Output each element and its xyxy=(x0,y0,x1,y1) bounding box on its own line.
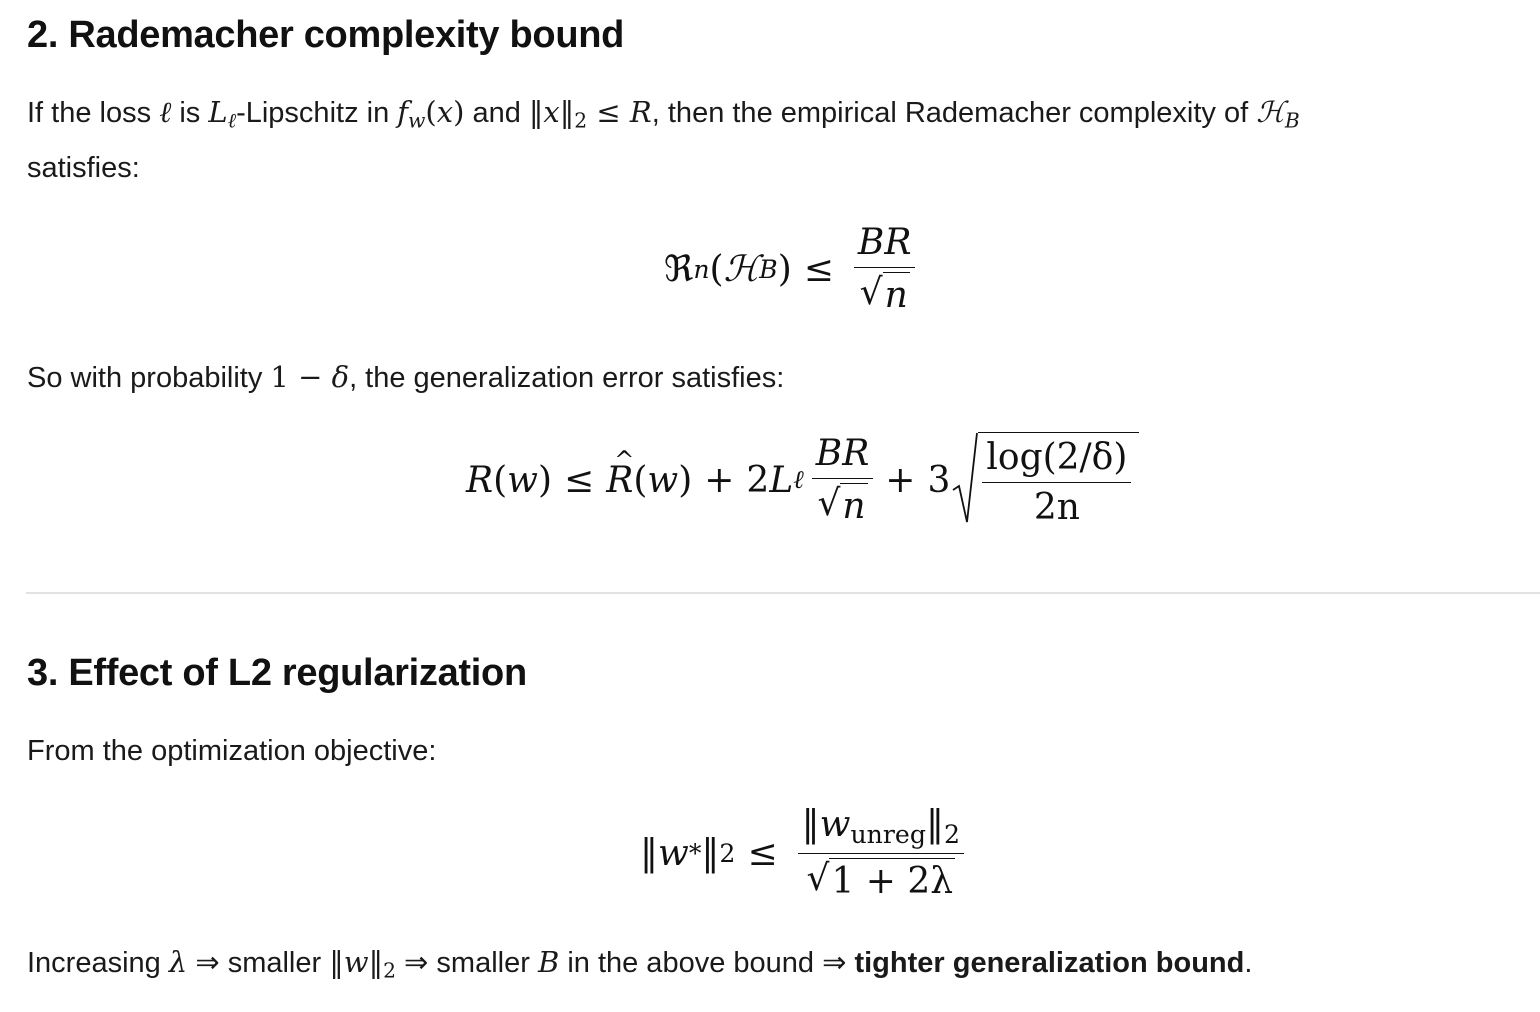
fraction-BR-over-sqrt-n: BR √n xyxy=(853,222,916,316)
math-norm-x-leq-R: ‖x‖2 ≤ R xyxy=(528,95,652,133)
section-divider xyxy=(26,592,1540,594)
section-3-conclusion: Increasing λ ⇒ smaller ‖w‖2 ⇒ smaller B … xyxy=(27,945,1253,983)
intro-text-and: and xyxy=(472,97,521,129)
intro-text-then: , then the empirical Rademacher complexi… xyxy=(651,97,1249,129)
math-fw-x: fw(x) xyxy=(397,95,465,133)
section-2-intro: If the loss ℓ is Lℓ-Lipschitz in fw(x) a… xyxy=(27,84,1300,149)
math-frak-R: ℜ xyxy=(664,248,694,290)
math-ell: ℓ xyxy=(159,95,172,129)
equation-weight-norm-bound: ‖w*‖2 ≤ ‖wunreg‖2 √1 + 2λ xyxy=(640,804,972,902)
fraction-unreg-over-sqrt: ‖wunreg‖2 √1 + 2λ xyxy=(797,804,964,902)
conclusion-bold-text: tighter generalization bound xyxy=(854,947,1245,979)
sqrt-log-term: log(2/δ) 2n xyxy=(952,432,1140,528)
section-2-heading: 2. Rademacher complexity bound xyxy=(27,14,625,56)
math-L-ell: Lℓ xyxy=(208,95,237,133)
math-H-B: ℋB xyxy=(1256,95,1300,133)
intro-text-lipschitz: -Lipschitz in xyxy=(236,97,390,129)
math-one-minus-delta: 1 − δ xyxy=(270,360,350,394)
intro-text-prefix: If the loss xyxy=(27,97,152,129)
section-3-heading: 3. Effect of L2 regularization xyxy=(27,652,527,694)
fraction-BR-over-sqrt-n-2: BR √n xyxy=(811,433,874,527)
section-2-probability-text: So with probability 1 − δ, the generaliz… xyxy=(27,360,785,394)
section-3-intro: From the optimization objective: xyxy=(27,735,437,767)
section-2-intro-line2: satisfies: xyxy=(27,152,140,184)
intro-text-is: is xyxy=(179,97,201,129)
